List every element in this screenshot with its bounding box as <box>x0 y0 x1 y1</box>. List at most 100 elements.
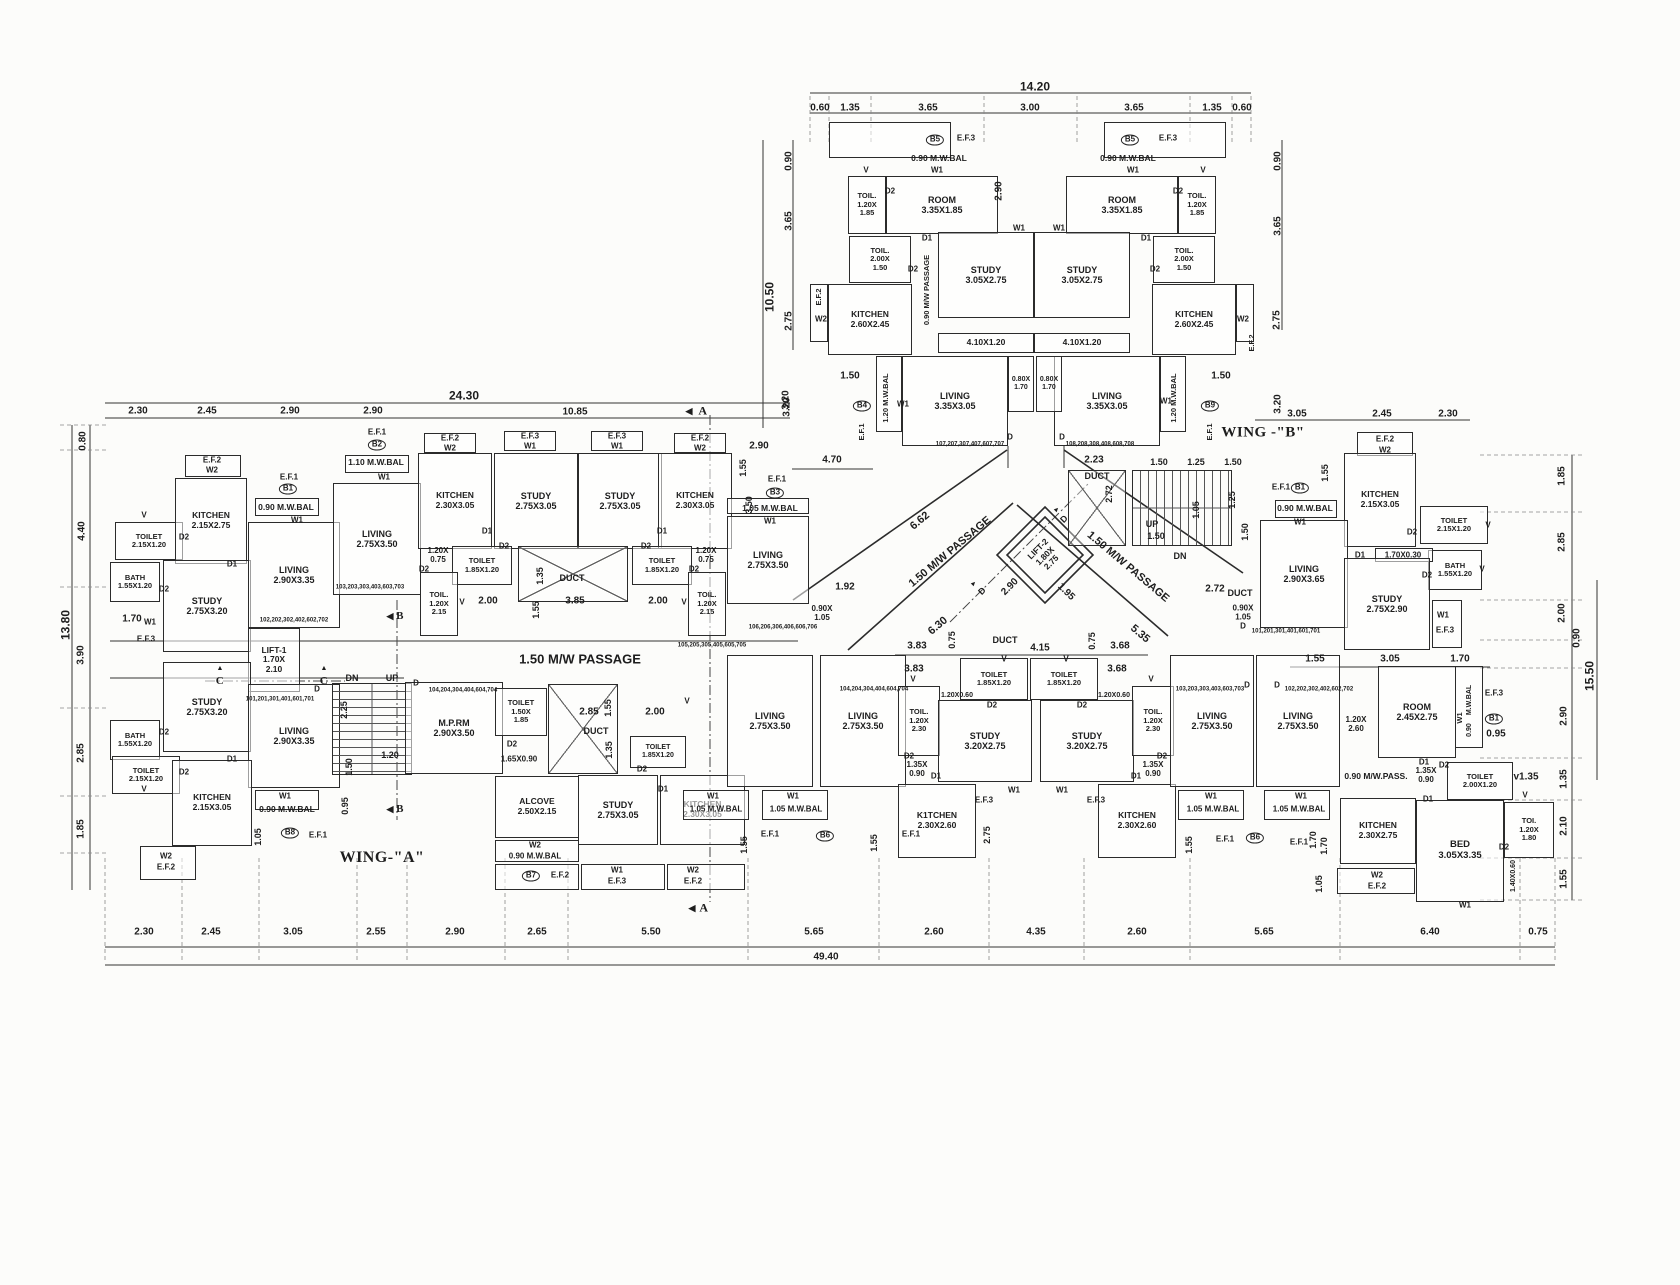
plan-label: 1.55 <box>738 836 749 854</box>
plan-label: 1.05 M.W.BAL <box>742 503 798 514</box>
plan-label: 0.90 M/W PASSAGE <box>921 254 931 326</box>
room-box: TOIL. 1.20X 2.30 <box>898 686 940 756</box>
room-box: STUDY 2.75X3.20 <box>163 662 251 752</box>
plan-label: W1 <box>144 617 156 627</box>
plan-label: 1.55 <box>1319 464 1330 482</box>
room-box: TOILET 1.85X1.20 <box>960 658 1028 700</box>
room-box <box>504 431 556 451</box>
room-box: KITCHEN 2.15X3.05 <box>1344 453 1416 547</box>
plan-label: 1.25 <box>1187 456 1205 467</box>
plan-label: W2 <box>1379 445 1391 455</box>
unit-bubble-label: B7 <box>521 870 541 882</box>
room-box: LIVING 2.75X3.50 <box>727 516 809 604</box>
room-box: ROOM 3.35X1.85 <box>1066 176 1178 234</box>
room-box: TOIL. 2.00X 1.50 <box>1153 236 1215 283</box>
plan-label: D <box>1274 680 1280 690</box>
plan-label: W1 <box>611 865 623 875</box>
staircase <box>1132 470 1232 546</box>
plan-label: V <box>863 165 869 175</box>
plan-label: V <box>459 597 465 607</box>
plan-label: E.F.2 <box>683 876 703 886</box>
plan-label: 1.85 <box>1556 466 1568 486</box>
plan-label: E.F.2 <box>440 433 460 443</box>
plan-label: D2 <box>1076 700 1088 710</box>
unit-bubble-label: B8 <box>280 827 300 839</box>
plan-label: 15.50 <box>1582 660 1597 692</box>
duct-box <box>1068 470 1126 546</box>
plan-label: 1.35 <box>1202 102 1222 114</box>
plan-label: 1.20 <box>381 749 399 760</box>
plan-label: 2.00 <box>645 706 665 718</box>
plan-label: DUCT <box>559 572 585 583</box>
room-box: 0.80X 1.70 <box>1036 356 1062 412</box>
plan-label: E.F.3 <box>520 431 540 441</box>
plan-label: 1.35 <box>840 102 860 114</box>
plan-label: D2 <box>178 767 190 777</box>
room-box <box>876 356 902 432</box>
room-box: BATH 1.55X1.20 <box>1428 550 1482 590</box>
plan-label: 1.55 <box>737 459 748 477</box>
plan-label: 3.20 <box>1272 394 1284 414</box>
plan-label: v1.35 <box>1513 771 1539 783</box>
plan-label: 2.72 <box>1205 583 1225 595</box>
room-box <box>591 431 643 451</box>
room-box <box>495 840 579 862</box>
plan-label: 0.90X 1.05 D <box>1232 603 1254 631</box>
plan-label: D <box>1244 680 1250 690</box>
plan-label: 107,207,307,407,607,707 <box>935 441 1005 448</box>
plan-label: 2.00 <box>478 595 498 607</box>
plan-label: 1.65X0.90 <box>500 754 538 764</box>
room-box: TOILET 2.00X1.20 <box>1447 762 1513 800</box>
plan-label: DUCT <box>992 634 1018 645</box>
plan-label: E.F.3 <box>1086 795 1106 805</box>
plan-label: 1.70 <box>1450 653 1470 665</box>
plan-label: 0.90 M.W.BAL <box>259 804 315 815</box>
plan-label: 108,208,308,408,608,708 <box>1065 441 1135 448</box>
plan-label: 2.85 <box>75 743 87 763</box>
plan-label: 0.90 <box>1466 723 1474 737</box>
room-box: TOILET 1.50X 1.85 <box>495 688 547 736</box>
room-box: LIVING 3.35X3.05 <box>1054 356 1160 446</box>
room-box <box>185 455 241 477</box>
plan-label: 0.80 <box>77 431 89 451</box>
plan-label: E.F.1 <box>279 472 299 482</box>
plan-label: E.F.1 <box>901 829 921 839</box>
plan-label: 2.30 <box>134 926 154 938</box>
room-box: TOIL. 2.00X 1.50 <box>849 236 911 283</box>
plan-label: 3.65 <box>1124 102 1144 114</box>
room-box <box>1160 356 1186 432</box>
plan-label: 2.90 <box>993 181 1005 201</box>
plan-label: E.F.1 <box>760 829 780 839</box>
plan-label: E.F.1 <box>767 474 787 484</box>
room-box: LIVING 2.90X3.65 <box>1260 520 1348 628</box>
plan-label: 1.35X 0.90 <box>1142 760 1164 778</box>
plan-label: E.F.2 <box>202 455 222 465</box>
plan-label: 6.40 <box>1420 926 1440 938</box>
room-box <box>667 864 745 890</box>
plan-label: V <box>681 597 687 607</box>
plan-label: V <box>1522 790 1528 800</box>
unit-bubble-label: B1 <box>1484 713 1504 725</box>
room-box <box>1337 868 1415 894</box>
plan-label: 4.35 <box>1026 926 1046 938</box>
plan-label: 1.55 <box>602 699 613 717</box>
plan-label: D2 <box>1149 264 1161 274</box>
plan-label: D2 <box>1438 760 1450 770</box>
room-box: M.P.RM 2.90X3.50 <box>405 682 503 774</box>
plan-label: 1.20X 0.75 <box>427 546 449 564</box>
room-box: BATH 1.55X1.20 <box>110 720 160 760</box>
room-box: BED 3.05X3.35 <box>1416 800 1504 902</box>
plan-label: ▲ <box>216 665 224 673</box>
plan-label: W1 <box>931 165 943 175</box>
room-box: TOILET 1.85X1.20 <box>630 736 686 768</box>
plan-label: 3.65 <box>1272 216 1284 236</box>
plan-label: W1 <box>279 791 291 801</box>
plan-label: W2 <box>1237 314 1249 324</box>
plan-label: 101,201,301,401,601,701 <box>1251 628 1321 635</box>
plan-label: B <box>396 609 404 622</box>
plan-label: 1.35 <box>603 741 614 759</box>
plan-label: 1.50 <box>1211 370 1231 382</box>
unit-bubble-label: B9 <box>1200 400 1220 412</box>
plan-label: W1 <box>764 516 776 526</box>
